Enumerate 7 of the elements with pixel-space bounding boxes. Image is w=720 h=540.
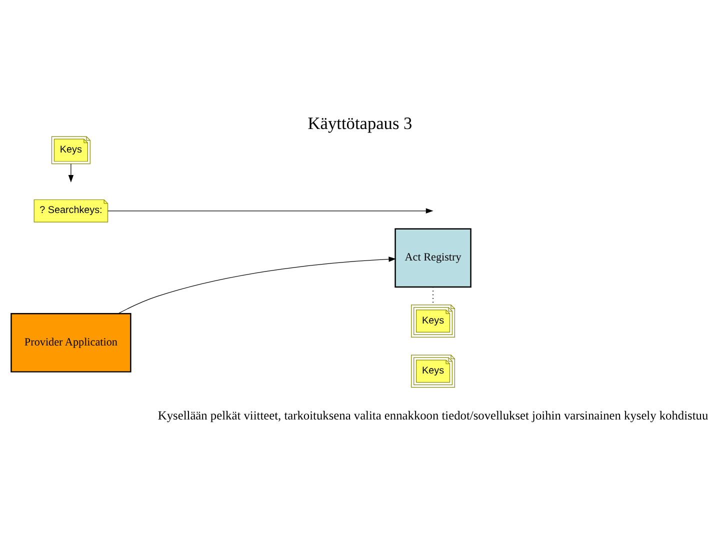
node-box: Provider Application bbox=[10, 313, 132, 372]
arrow bbox=[108, 208, 434, 214]
node-box: Act Registry bbox=[394, 228, 472, 288]
arrow bbox=[118, 256, 396, 314]
arrow bbox=[68, 164, 74, 182]
diagram-title: Käyttötapaus 3 bbox=[308, 114, 412, 133]
label: Kysellään pelkät viitteet, tarkoituksena valita ennakkoon tiedot/sovellukset joihin varsinainen kysely kohdistuu bbox=[158, 408, 708, 422]
